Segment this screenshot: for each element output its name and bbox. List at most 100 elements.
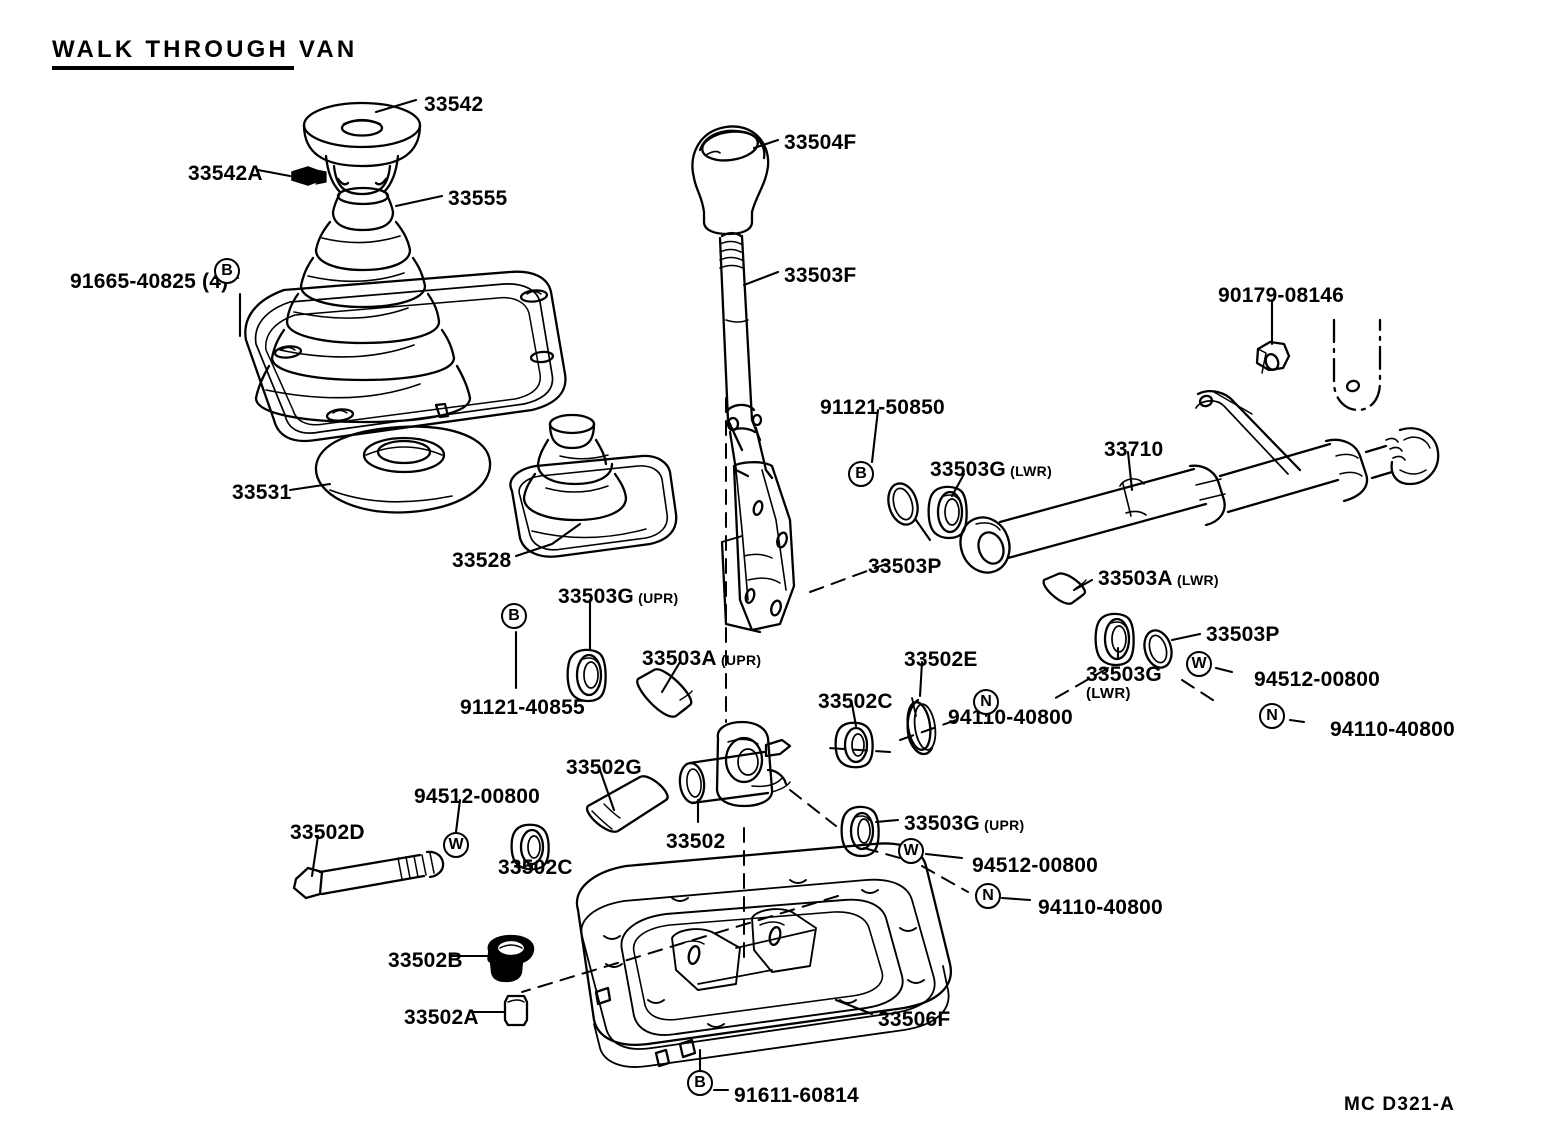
part-33502E-spring [906,697,937,756]
callout-9112140855-c20: 91121-40855 [460,696,585,719]
part-90179-08146-nut [1255,340,1291,374]
callout-qualifier: (UPR) [716,652,762,668]
callout-33542a-c02: 33542A [188,162,263,185]
part-33503G-lwr-bushing-right [1094,612,1135,667]
page-title: WALK THROUGH VAN [52,36,358,63]
callout-33502e-c23: 33502E [904,648,978,671]
fastener-marker-w-m08: W [898,838,924,864]
callout-33502b-c33: 33502B [388,949,463,972]
part-33503A-upr-pin [636,668,693,718]
callout-number: 91665-40825 (4) [70,270,229,293]
callout-number: 33531 [232,481,292,504]
callout-number: 33503P [868,555,942,578]
fastener-marker-n-m09: N [975,883,1001,909]
drawing-code: MC D321-A [1344,1094,1456,1115]
callout-9411040800-c24: 94110-40800 [948,706,1073,729]
callout-9451200800-c26: 94512-00800 [414,785,540,808]
callout-number: 33503G [930,458,1006,481]
callout-number: 33503G [904,812,980,835]
callout-number: 33502B [388,949,463,972]
part-33503G-upr-bushing-left [566,648,607,703]
callout-number: 33503G [1086,663,1162,686]
callout-number: 91121-40855 [460,696,585,719]
callout-number: 33503A [1098,567,1173,590]
callout-33555-c03: 33555 [448,187,508,210]
callout-33503g-c10: 33503G (LWR) [930,458,1053,481]
part-33528-boot [509,413,678,558]
fastener-marker-b-m02: B [848,461,874,487]
callout-33503a-c14: 33503A (LWR) [1098,567,1219,590]
callout-33528-c06: 33528 [452,549,512,572]
callout-9451200800-c30: 94512-00800 [972,854,1098,877]
callout-9451200800-c16: 94512-00800 [1254,668,1380,691]
callout-number: 94512-00800 [1254,668,1380,691]
callout-number: 91611-60814 [734,1084,859,1107]
callout-33503g-c17: 33503G(LWR) [1086,663,1162,702]
callout-33503g-c29: 33503G (UPR) [904,812,1025,835]
part-33503G-lwr-bushing [927,485,968,540]
callout-number: 33502D [290,821,365,844]
callout-number: 33502G [566,756,642,779]
callout-33506f-c35: 33506F [878,1008,950,1031]
callout-number: 94110-40800 [948,706,1073,729]
part-33503P-oring-right [1143,629,1173,669]
title-underline [52,66,294,70]
part-33542A-screw [291,166,327,186]
callout-33502d-c27: 33502D [290,821,365,844]
part-33503G-upr-bushing-right [840,805,880,858]
fastener-marker-n-m06: N [973,689,999,715]
callout-9411040800-c32: 94110-40800 [1038,896,1163,919]
callout-qualifier: (LWR) [1086,684,1131,702]
part-33531-dust-cover [314,425,492,514]
callout-number: 94110-40800 [1038,896,1163,919]
part-33502A-bushing [503,994,529,1027]
callout-qualifier: (UPR) [633,590,679,606]
part-33542-knob-cap [302,101,422,196]
callout-9411040800-c18: 94110-40800 [1330,718,1455,741]
callout-33503a-c21: 33503A (UPR) [642,647,762,670]
callout-number: 94512-00800 [414,785,540,808]
callout-number: 33542A [188,162,263,185]
part-33503F-lever [718,231,796,634]
part-33504F-knob [691,125,770,236]
callout-33502a-c34: 33502A [404,1006,479,1029]
callout-qualifier: (UPR) [979,817,1025,833]
part-clevis-fork [1332,318,1382,412]
callout-9112150850-c09: 91121-50850 [820,396,945,419]
callout-qualifier: (LWR) [1005,463,1053,479]
part-33502G-pin [586,775,669,833]
callout-number: 91121-50850 [820,396,945,419]
callout-number: 33710 [1104,438,1164,461]
callout-number: 33503F [784,264,857,287]
callout-33503p-c15: 33503P [1206,623,1280,646]
callout-33503f-c08: 33503F [784,264,857,287]
callout-33502c-c31: 33502C [498,856,573,879]
fastener-marker-w-m07: W [443,832,469,858]
part-33506F-cover [575,842,953,1068]
callout-33504f-c07: 33504F [784,131,856,154]
callout-91665408254-c04: 91665-40825 (4) [70,270,229,293]
callout-number: 33528 [452,549,512,572]
callout-number: 33502A [404,1006,479,1029]
part-33710-shift-rod [959,390,1440,574]
callout-33542-c01: 33542 [424,93,483,116]
callout-33502c-c22: 33502C [818,690,893,713]
part-33502C-bushing-right [834,721,874,769]
callout-9161160814-c36: 91611-60814 [734,1084,859,1107]
callout-number: 33502C [498,856,573,879]
callout-number: 33502C [818,690,893,713]
fastener-marker-b-m01: B [214,258,240,284]
callout-33503g-c19: 33503G (UPR) [558,585,679,608]
callout-33502-c28: 33502 [666,830,725,853]
callout-33531-c05: 33531 [232,481,292,504]
part-33502B-grommet [487,934,535,983]
callout-number: 33503P [1206,623,1280,646]
part-33503A-lwr-pin [1042,572,1087,605]
part-33502D-bolt [292,850,445,900]
callout-33502g-c25: 33502G [566,756,642,779]
callout-qualifier: (LWR) [1172,572,1219,588]
part-33503P-oring-left [887,482,919,526]
callout-number: 33555 [448,187,508,210]
